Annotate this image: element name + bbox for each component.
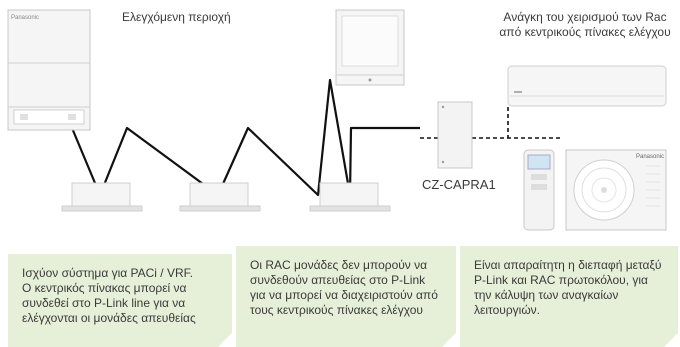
ceiling-cassette-1 [61, 182, 143, 212]
rac-wall-split-unit [507, 65, 667, 107]
remote-controller [523, 149, 555, 231]
callout-paci-vrf: Ισχύον σύστημα για PACi / VRF. Ο κεντρικ… [8, 254, 232, 347]
outdoor-unit-brand: Panasonic [636, 154, 664, 160]
outdoor-unit: Panasonic [565, 149, 667, 231]
p-link-wiring [70, 78, 420, 197]
ceiling-cassette-3 [309, 182, 391, 212]
rac-dashed-link [420, 104, 562, 139]
controlled-area-label: Ελεγχόμενη περιοχή [122, 10, 231, 24]
rac-need-label: Ανάγκη του χειρισμού των Rac από κεντρικ… [499, 10, 671, 39]
callout-rac-no-direct-link: Οι RAC μονάδες δεν μπορούν να συνδεθούν … [236, 246, 456, 347]
ceiling-cassette-2 [179, 182, 261, 212]
cz-capra1-adapter [437, 101, 473, 169]
wall-mounted-unit [335, 9, 405, 86]
indoor-tower-brand: Panasonic [11, 15, 39, 21]
indoor-tower-unit: Panasonic [7, 9, 91, 131]
callout-interface-required: Είναι απαραίτητη η διεπαφή μεταξύ P-Link… [460, 246, 678, 347]
adapter-model-label: CZ-CAPRA1 [422, 177, 496, 192]
